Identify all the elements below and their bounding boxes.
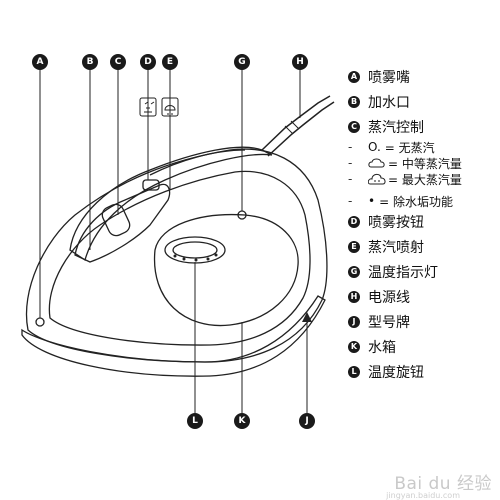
legend-marker: J	[348, 315, 360, 328]
legend-text: 温度旋钮	[368, 364, 424, 381]
legend-item: D 喷雾按钮	[348, 209, 498, 234]
legend-item: C 蒸汽控制	[348, 114, 498, 139]
legend-text: 蒸汽控制	[368, 119, 424, 136]
legend-text: 电源线	[368, 289, 410, 306]
callout-g: G	[234, 54, 250, 70]
callout-l: L	[187, 413, 203, 429]
legend-text: 加水口	[368, 94, 410, 111]
callout-h: H	[292, 54, 308, 70]
watermark: Bai du 经验	[394, 474, 492, 494]
callout-c: C	[110, 54, 126, 70]
legend-marker: C	[348, 120, 360, 133]
no-steam-symbol: O.	[368, 140, 381, 154]
spray-button	[142, 179, 160, 191]
power-cord	[261, 95, 331, 151]
legend-text: 水箱	[368, 339, 396, 356]
legend-marker: A	[348, 70, 360, 83]
water-tank	[153, 213, 299, 327]
legend-marker: E	[348, 240, 360, 253]
steam-setting-text: = 最大蒸汽量	[388, 172, 462, 187]
steam-control-panel	[74, 183, 171, 263]
legend: A 喷雾嘴 B 加水口 C 蒸汽控制 - O. = 无蒸汽 - = 中等蒸汽量 …	[348, 64, 498, 384]
legend-item: B 加水口	[348, 89, 498, 114]
legend-item: G 温度指示灯	[348, 259, 498, 284]
legend-marker: H	[348, 290, 360, 303]
legend-marker: L	[348, 365, 360, 378]
steam-setting-text: = 无蒸汽	[384, 140, 435, 155]
steam-setting-medium: - = 中等蒸汽量	[348, 156, 462, 171]
legend-marker: K	[348, 340, 360, 353]
descale-symbol: •	[368, 194, 376, 208]
iron-inner-contour	[48, 170, 311, 346]
iron-body	[25, 148, 328, 363]
spray-symbol-icon	[139, 97, 157, 117]
callout-k: K	[234, 413, 250, 429]
water-inlet	[101, 203, 131, 237]
cloud-small-icon	[368, 158, 385, 168]
iron-handle	[69, 146, 273, 262]
spray-nozzle	[35, 317, 45, 327]
steam-setting-max: - = 最大蒸汽量	[348, 172, 462, 187]
steam-setting-text: = 中等蒸汽量	[388, 156, 462, 171]
callout-e: E	[162, 54, 178, 70]
legend-text: 温度指示灯	[368, 264, 438, 281]
cloud-large-icon	[368, 173, 386, 185]
callout-b: B	[82, 54, 98, 70]
legend-item: L 温度旋钮	[348, 359, 498, 384]
legend-text: 蒸汽喷射	[368, 239, 424, 256]
legend-item: E 蒸汽喷射	[348, 234, 498, 259]
callout-d: D	[140, 54, 156, 70]
steam-setting-text: = 除水垢功能	[379, 194, 453, 209]
legend-item: K 水箱	[348, 334, 498, 359]
watermark-url: jingyan.baidu.com	[386, 491, 460, 500]
legend-marker: D	[348, 215, 360, 228]
steam-setting-descale: - • = 除水垢功能	[348, 194, 453, 209]
callout-a: A	[32, 54, 48, 70]
legend-text: 喷雾按钮	[368, 214, 424, 231]
steam-setting-none: - O. = 无蒸汽	[348, 140, 435, 155]
legend-marker: G	[348, 265, 360, 278]
callout-j: J	[299, 413, 315, 429]
legend-text: 喷雾嘴	[368, 69, 410, 86]
legend-item: H 电源线	[348, 284, 498, 309]
steam-burst-icon	[161, 97, 179, 117]
legend-marker: B	[348, 95, 360, 108]
legend-item: A 喷雾嘴	[348, 64, 498, 89]
legend-item: J 型号牌	[348, 309, 498, 334]
legend-text: 型号牌	[368, 314, 410, 331]
